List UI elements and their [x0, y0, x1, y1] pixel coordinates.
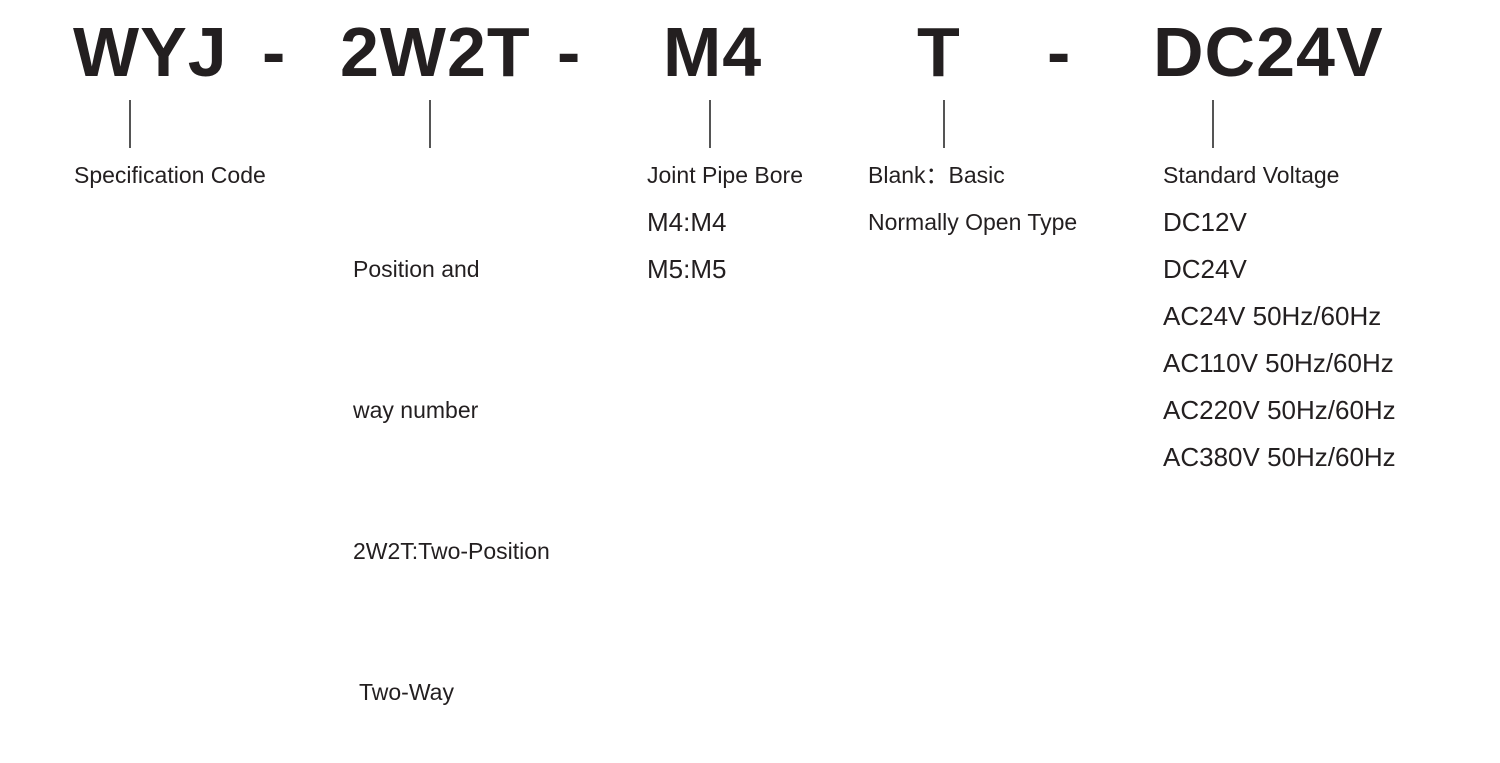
code-separator-1: - — [262, 13, 287, 91]
type-option-normally-open: Normally Open Type — [868, 209, 1078, 235]
bore-option-m4: M4:M4 — [647, 207, 727, 237]
connector-tick-type — [943, 100, 945, 148]
code-part-2w2t: 2W2T — [340, 13, 531, 91]
connector-tick-spec — [129, 100, 131, 148]
voltage-label: Standard Voltage — [1163, 162, 1340, 188]
position-label-line-1: Position and — [353, 256, 480, 282]
position-option-line-2: Two-Way — [353, 679, 454, 705]
connector-tick-voltage — [1212, 100, 1214, 148]
model-code-diagram: { "code": { "part1": "WYJ", "sep1": "-",… — [73, 13, 1396, 705]
voltage-option-ac24v: AC24V 50Hz/60Hz — [1163, 301, 1382, 331]
position-column: Position and way number 2W2T:Two-Positio… — [353, 152, 550, 763]
voltage-option-ac380v: AC380V 50Hz/60Hz — [1163, 442, 1396, 472]
spec-code-label: Specification Code — [74, 162, 266, 188]
code-part-dc24v: DC24V — [1153, 13, 1384, 91]
position-label-line-2: way number — [353, 397, 479, 423]
voltage-option-dc12v: DC12V — [1163, 207, 1247, 237]
spec-code-column: Specification Code — [74, 152, 266, 199]
code-part-m4: M4 — [663, 13, 763, 91]
type-column: Blank：Basic Normally Open Type — [868, 152, 1077, 246]
bore-label: Joint Pipe Bore — [647, 162, 803, 188]
bore-column: Joint Pipe Bore M4:M4 M5:M5 — [647, 152, 803, 293]
bore-option-m5: M5:M5 — [647, 254, 727, 284]
voltage-column: Standard Voltage DC12V DC24V AC24V 50Hz/… — [1163, 152, 1396, 481]
code-part-t: T — [917, 13, 961, 91]
code-part-wyj: WYJ — [73, 13, 228, 91]
connector-tick-bore — [709, 100, 711, 148]
code-separator-3: - — [1047, 13, 1072, 91]
voltage-option-dc24v: DC24V — [1163, 254, 1247, 284]
voltage-option-ac110v: AC110V 50Hz/60Hz — [1163, 348, 1394, 378]
position-option-line-1: 2W2T:Two-Position — [353, 538, 550, 564]
connector-tick-position — [429, 100, 431, 148]
type-option-basic: Blank：Basic — [868, 162, 1005, 188]
voltage-option-ac220v: AC220V 50Hz/60Hz — [1163, 395, 1396, 425]
code-separator-2: - — [557, 13, 582, 91]
